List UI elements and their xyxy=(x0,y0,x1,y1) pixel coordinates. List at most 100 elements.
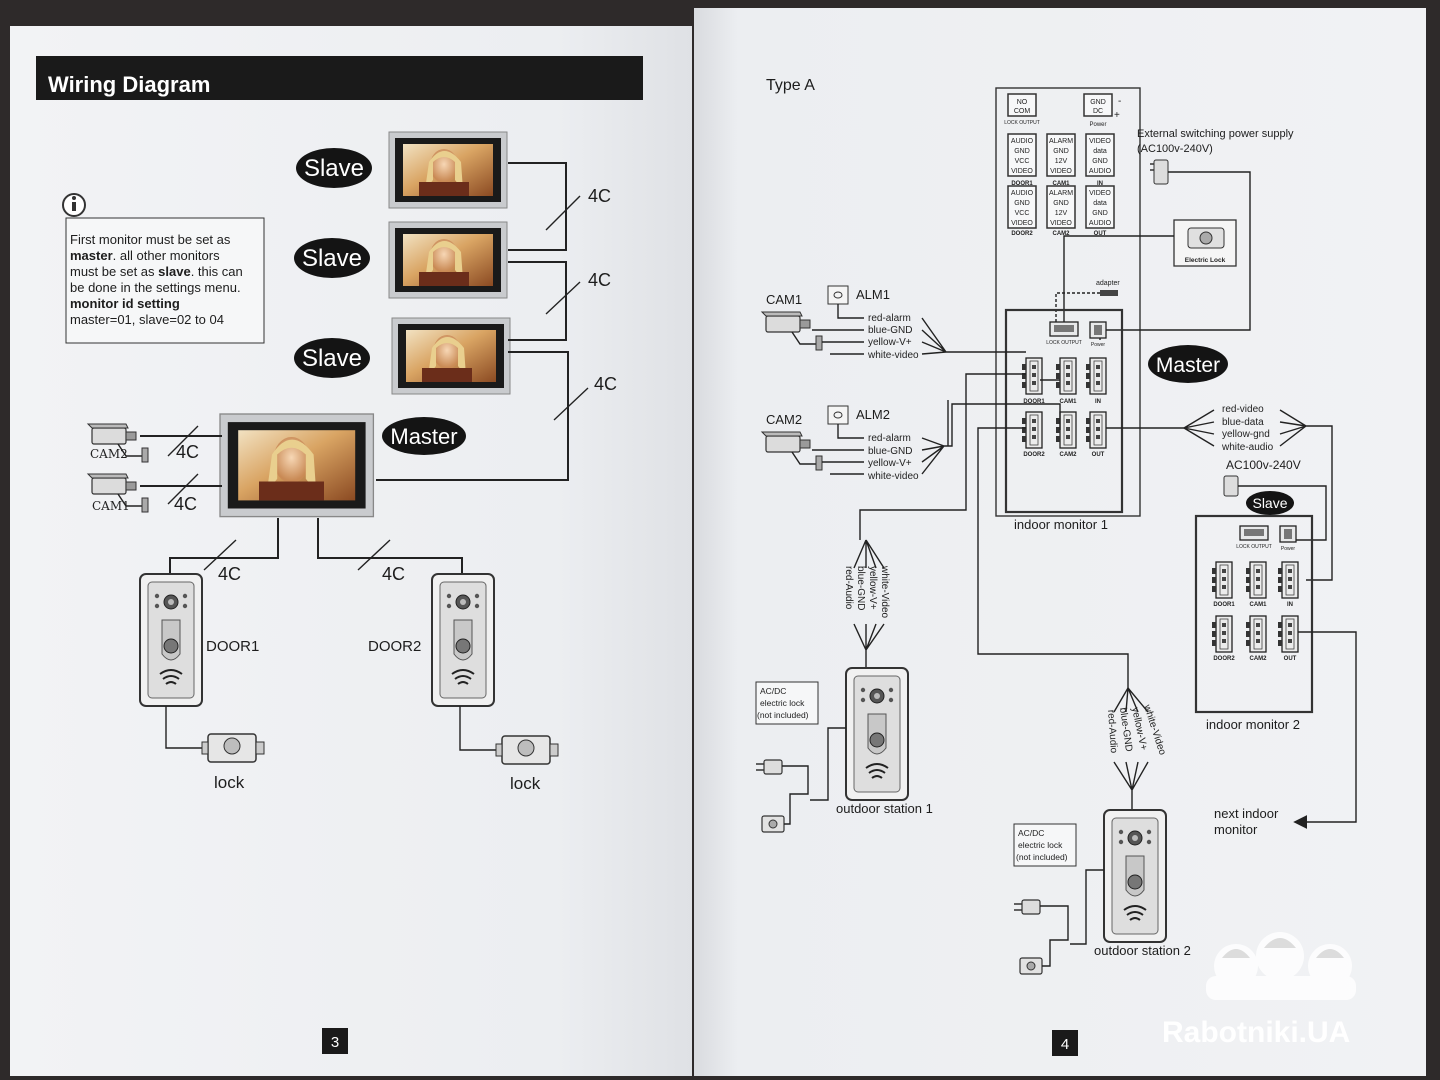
lock-note-1-line-2: electric lock xyxy=(760,698,805,708)
panel-door1-label: DOOR1 xyxy=(1011,181,1033,187)
svg-text:Master: Master xyxy=(390,424,457,449)
panel-lock-output: NO COM LOCK OUTPUT xyxy=(1004,93,1040,126)
page-header: Wiring Diagram xyxy=(48,72,210,97)
panel-door1-terminal xyxy=(1007,133,1037,177)
lock1-wire xyxy=(165,706,208,749)
indoor-monitor-1-label: indoor monitor 1 xyxy=(1014,517,1108,532)
slave-monitor-2 xyxy=(388,221,508,299)
cam1-label: CAM1 xyxy=(92,499,130,513)
svg-text:GND: GND xyxy=(1090,99,1106,106)
cam1-camera-right xyxy=(761,311,823,351)
door1-wire-white: white-Video xyxy=(879,565,890,619)
setup-note-box xyxy=(65,217,265,344)
electric-lock-top: Electric Lock xyxy=(1063,219,1237,322)
svg-text:LOCK OUTPUT: LOCK OUTPUT xyxy=(1004,120,1040,126)
adapter-icon xyxy=(1100,290,1118,296)
m2-in-label: IN xyxy=(1287,602,1293,608)
door1-wire-blue: blue-GND xyxy=(855,566,866,610)
door1-label: DOOR1 xyxy=(206,638,259,655)
m2-door1-port xyxy=(1211,561,1233,599)
svg-text:Power: Power xyxy=(1091,342,1106,348)
slave-pill-3: Slave xyxy=(294,338,370,378)
svg-text:LOCK OUTPUT: LOCK OUTPUT xyxy=(1236,544,1272,550)
page-number-box-4 xyxy=(1052,1030,1078,1056)
cam2-wire-label: 4C xyxy=(176,442,199,462)
m2-in-port xyxy=(1277,561,1299,599)
indoor-monitor-1-box xyxy=(1004,308,1124,514)
next-monitor-line-1: next indoor xyxy=(1214,806,1279,821)
cam2-wire-yellow: yellow-V+ xyxy=(868,458,912,469)
indoor-monitor-2-box xyxy=(1194,514,1314,714)
door1-wire-yellow: yellow-V+ xyxy=(867,566,878,610)
lock2-plug-right xyxy=(1013,899,1041,915)
m2-lock-port: LOCK OUTPUT xyxy=(1236,525,1272,550)
lock-note-2-line-2: electric lock xyxy=(1018,840,1063,850)
cam1-wire-white: white-video xyxy=(867,350,919,361)
panel-row-1: AUDIOGNDVCCVIDEODOOR1ALARMGND12VVIDEOCAM… xyxy=(1007,133,1115,187)
adapter-label: adapter xyxy=(1096,280,1120,287)
bus-wire-yellow: yellow-gnd xyxy=(1222,429,1270,440)
cam2-camera-right xyxy=(761,431,823,471)
svg-text:Slave: Slave xyxy=(304,155,364,182)
svg-text:Master: Master xyxy=(1156,354,1220,377)
master-pill: Master xyxy=(382,417,466,455)
m1-cam2-label: CAM2 xyxy=(1059,452,1077,458)
note-line-1: First monitor must be set as xyxy=(70,232,231,247)
door1-wire-fan xyxy=(853,539,885,668)
door2-routing xyxy=(977,427,1129,688)
panel-cam2-line-2: GND xyxy=(1053,200,1069,207)
bus-wiring-left xyxy=(376,162,589,481)
lock2-device xyxy=(495,735,559,765)
lock2-right-wire xyxy=(1040,905,1069,967)
panel-cam1-line-1: ALARM xyxy=(1049,138,1073,145)
door2-station xyxy=(431,573,495,707)
master-monitor xyxy=(219,413,375,518)
panel-out-line-4: AUDIO xyxy=(1089,220,1112,227)
outdoor-station-1-label: outdoor station 1 xyxy=(836,801,933,816)
panel-in-line-4: AUDIO xyxy=(1089,168,1112,175)
door2-wire-label: 4C xyxy=(382,564,405,584)
note-line-3: must be set as slave. this can xyxy=(70,264,243,279)
panel-cam2-line-3: 12V xyxy=(1055,210,1068,217)
panel-out-line-1: VIDEO xyxy=(1089,190,1111,197)
m1-door1-port xyxy=(1021,357,1043,395)
panel-out-terminal xyxy=(1085,185,1115,229)
lock2-small-right xyxy=(1019,957,1043,975)
svg-text:+: + xyxy=(1114,110,1120,121)
outdoor-station-2 xyxy=(1103,809,1167,943)
header-bar xyxy=(36,56,643,100)
panel-cam2-line-1: ALARM xyxy=(1049,190,1073,197)
lock2-wire xyxy=(459,706,502,751)
panel-door1-line-4: VIDEO xyxy=(1011,168,1033,175)
cam1-label-right: CAM1 xyxy=(766,292,802,307)
outdoor-station-1 xyxy=(845,667,909,801)
panel-cam1-label: CAM1 xyxy=(1052,181,1070,187)
svg-text:NO: NO xyxy=(1017,99,1028,106)
alm1-label: ALM1 xyxy=(856,287,890,302)
door2-wire-red: red-Audio xyxy=(1105,709,1119,753)
m2-power-port: Power xyxy=(1279,525,1297,552)
m1-cam1-label: CAM1 xyxy=(1059,399,1077,405)
terminal-panel xyxy=(995,87,1141,517)
m2-door2-port xyxy=(1211,615,1233,653)
panel-door2-line-4: VIDEO xyxy=(1011,220,1033,227)
lock2-label: lock xyxy=(510,774,541,793)
panel-row-2: AUDIOGNDVCCVIDEODOOR2ALARMGND12VVIDEOCAM… xyxy=(1007,185,1115,237)
panel-door2-line-2: GND xyxy=(1014,200,1030,207)
m1-door2-port xyxy=(1021,411,1043,449)
lock-note-2-line-1: AC/DC xyxy=(1018,828,1044,838)
panel-cam1-terminal xyxy=(1046,133,1076,177)
m1-out-port xyxy=(1085,411,1107,449)
m1-cam1-port xyxy=(1055,357,1077,395)
bus-wire-blue: blue-data xyxy=(1222,417,1264,428)
lock-note-1-line-3: (not included) xyxy=(757,710,809,720)
page-number-3: 3 xyxy=(331,1034,339,1051)
cam2-wire-blue: blue-GND xyxy=(868,446,912,457)
watermark-text: Rabotniki.UA xyxy=(1162,1016,1350,1049)
m2-out-label: OUT xyxy=(1284,656,1297,662)
panel-door2-line-1: AUDIO xyxy=(1011,190,1034,197)
lock1-device xyxy=(201,733,265,763)
note-line-2: master. all other monitors xyxy=(70,248,220,263)
master-pill-right: Master xyxy=(1148,345,1228,383)
